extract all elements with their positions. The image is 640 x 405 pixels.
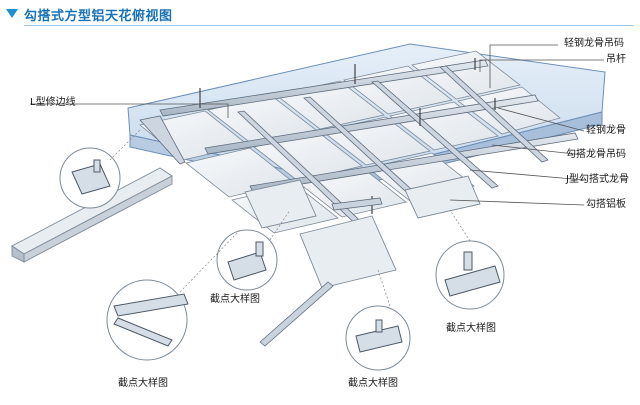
detached-panel-right: [404, 175, 481, 219]
leader-lines: [30, 44, 604, 206]
ceiling-panel: [411, 50, 521, 100]
triangle-marker-icon: [6, 9, 18, 18]
j-hook-keel: [439, 65, 549, 163]
leader-main-keel: [497, 107, 585, 132]
main-keel: [249, 132, 579, 193]
leader-hanger-rod: [479, 59, 604, 72]
leader-hook-keel-hanger: [491, 144, 585, 156]
detail-callouts: [59, 147, 505, 371]
main-keel: [204, 94, 539, 155]
diagram-title: 勾搭式方型铝天花俯视图: [24, 9, 173, 24]
title-divider: [24, 25, 634, 26]
label-hanger-rod: 吊杆: [606, 54, 626, 65]
label-l-edge: L型修边线: [30, 97, 76, 108]
detail-caption-4: 截点大样图: [348, 378, 398, 389]
loose-keels: [259, 197, 383, 347]
leader-l-edge: [30, 103, 229, 118]
main-keel: [159, 59, 489, 117]
leader-j-hook-keel: [469, 169, 585, 181]
label-main-keel: 轻钢龙骨: [586, 125, 626, 136]
detached-panel-mid: [244, 179, 317, 229]
detail-caption-2: 截点大样图: [446, 323, 496, 334]
j-hook-keel: [371, 80, 499, 189]
detail-caption-3: 截点大样图: [118, 378, 168, 389]
j-hook-keels: [237, 65, 549, 235]
label-main-keel-hanger: 轻钢龙骨吊码: [564, 38, 624, 49]
label-hook-keel-hanger: 勾搭龙骨吊码: [566, 149, 626, 160]
detached-panels: [11, 167, 481, 289]
label-j-hook-keel: J型勾搭式龙骨: [566, 174, 629, 185]
detail-caption-1: 截点大样图: [210, 294, 260, 305]
leader-hook-panel: [449, 199, 585, 206]
label-hook-panel: 勾搭铝板: [586, 199, 626, 210]
detail-connectors: [109, 129, 471, 307]
title-bar: 勾搭式方型铝天花俯视图: [0, 4, 640, 26]
leader-main-keel-hanger: [489, 44, 558, 88]
main-keels: [159, 59, 579, 193]
detached-panel-bottom: [299, 215, 397, 289]
l-edge-trim: [139, 115, 186, 165]
